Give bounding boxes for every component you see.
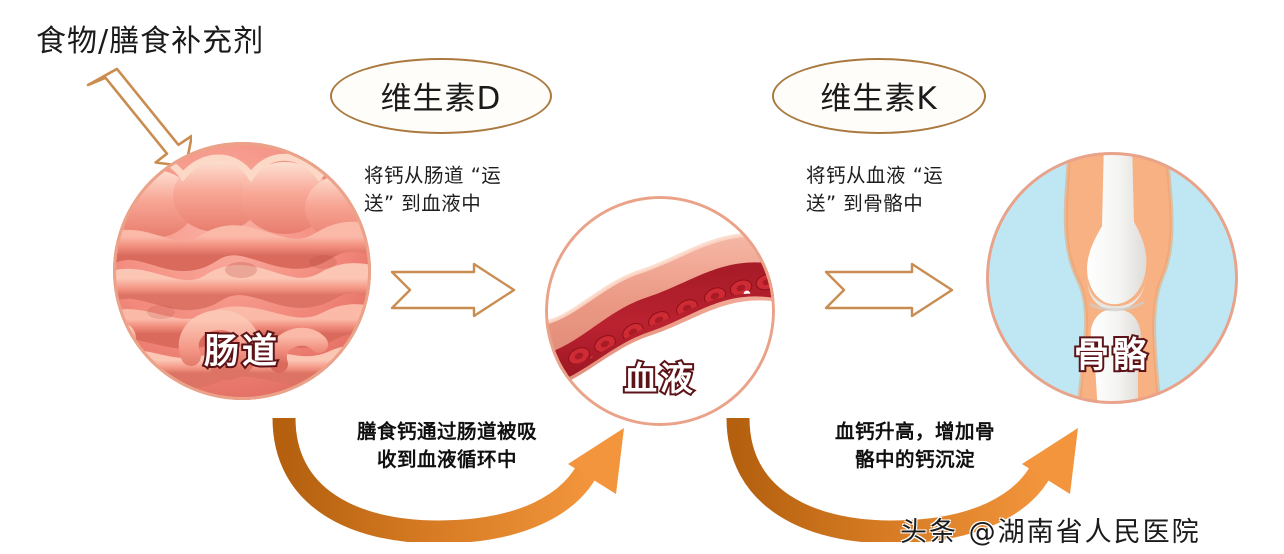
blood-vessel-illustration — [545, 196, 775, 426]
vitamin-k-label: 维生素K — [820, 80, 938, 117]
vitamin-k-badge: 维生素K — [772, 58, 986, 134]
transport-arrow-2-icon — [824, 262, 954, 318]
blood-label: 血液 — [622, 357, 696, 400]
bone-label: 骨骼 — [1072, 334, 1150, 378]
bone-joint-illustration — [986, 152, 1238, 404]
deposition-curved-arrow-icon — [726, 417, 1078, 542]
vitamin-k-caption: 将钙从血液 “运 送” 到骨骼中 — [806, 164, 944, 216]
bone-circle: 骨骼 — [986, 152, 1238, 404]
blood-circle: 血液 — [545, 196, 775, 426]
intestine-label: 肠道 — [202, 330, 280, 374]
transport-arrow-1-icon — [390, 262, 516, 318]
page-title: 食物/膳食补充剂 — [36, 24, 265, 59]
vitamin-d-label: 维生素D — [380, 80, 502, 117]
intestine-circle: 肠道 — [113, 142, 371, 400]
absorption-caption: 膳食钙通过肠道被吸 收到血液循环中 — [356, 420, 537, 472]
watermark: 头条 @湖南省人民医院 — [900, 517, 1201, 548]
deposition-caption: 血钙升高，增加骨 骼中的钙沉淀 — [834, 420, 995, 472]
absorption-curved-arrow-icon — [272, 417, 624, 542]
vitamin-d-badge: 维生素D — [330, 58, 552, 134]
vitamin-d-caption: 将钙从肠道 “运 送” 到血液中 — [364, 164, 502, 216]
